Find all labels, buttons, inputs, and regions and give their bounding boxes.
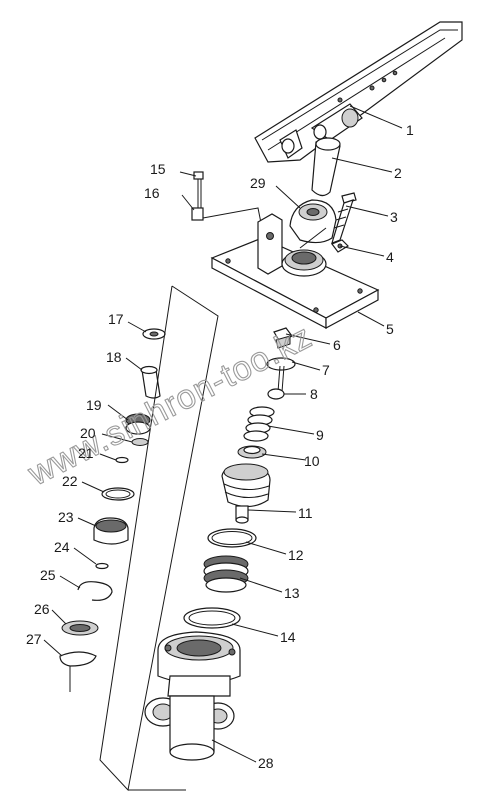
part-6-small-nut — [273, 327, 293, 349]
part-14-seal-ring — [183, 607, 241, 629]
part-23-valve-body — [93, 517, 129, 545]
part-18-sleeve — [140, 365, 161, 399]
callout-6: 6 — [333, 337, 341, 353]
callout-19: 19 — [86, 397, 102, 413]
callout-4: 4 — [386, 249, 394, 265]
callout-8: 8 — [310, 386, 318, 402]
callout-28: 28 — [258, 755, 274, 771]
part-1-pedal-lever — [254, 21, 463, 163]
callout-1: 1 — [406, 122, 414, 138]
callout-29: 29 — [250, 175, 266, 191]
callout-23: 23 — [58, 509, 74, 525]
callout-27: 27 — [26, 631, 42, 647]
part-27-cap — [59, 651, 97, 692]
part-11-piston — [221, 463, 271, 524]
part-10-spring-seat — [237, 445, 267, 459]
callout-20: 20 — [80, 425, 96, 441]
part-5-base-plate — [210, 213, 380, 330]
part-3-stop-bolt — [331, 192, 357, 244]
callout-24: 24 — [54, 539, 70, 555]
part-24-small-ring — [95, 562, 109, 570]
callout-16: 16 — [144, 185, 160, 201]
part-28-valve-housing — [144, 631, 241, 761]
callout-21: 21 — [78, 445, 94, 461]
callout-15: 15 — [150, 161, 166, 177]
callout-5: 5 — [386, 321, 394, 337]
part-13-valve-spring — [203, 555, 249, 593]
callout-9: 9 — [316, 427, 324, 443]
part-12-o-ring — [207, 528, 257, 548]
callout-26: 26 — [34, 601, 50, 617]
callout-14: 14 — [280, 629, 296, 645]
part-22-ring — [101, 487, 135, 501]
callout-11: 11 — [298, 505, 313, 521]
part-21-circlip — [115, 456, 129, 464]
callout-3: 3 — [390, 209, 398, 225]
part-29-support-bracket — [289, 199, 337, 244]
callout-labels: 1 2 3 4 5 6 7 8 9 10 11 12 13 14 15 16 1… — [26, 122, 414, 771]
part-19-valve-seat — [125, 413, 151, 435]
callout-13: 13 — [284, 585, 300, 601]
leader-lines — [43, 105, 403, 763]
part-7-8-push-rod — [266, 357, 296, 400]
watermark-text: www.sinhron-too.kz — [21, 317, 318, 493]
callout-25: 25 — [40, 567, 56, 583]
callout-10: 10 — [304, 453, 320, 469]
callout-22: 22 — [62, 473, 78, 489]
callout-17: 17 — [108, 311, 124, 327]
part-9-spring — [243, 406, 275, 442]
callout-2: 2 — [394, 165, 402, 181]
part-26-filter-disc — [61, 620, 99, 636]
callout-7: 7 — [322, 362, 330, 378]
part-25-snap-ring — [77, 581, 113, 601]
callout-18: 18 — [106, 349, 122, 365]
part-17-washer — [142, 328, 166, 340]
part-2-roller-sleeve — [311, 137, 341, 197]
callout-12: 12 — [288, 547, 304, 563]
